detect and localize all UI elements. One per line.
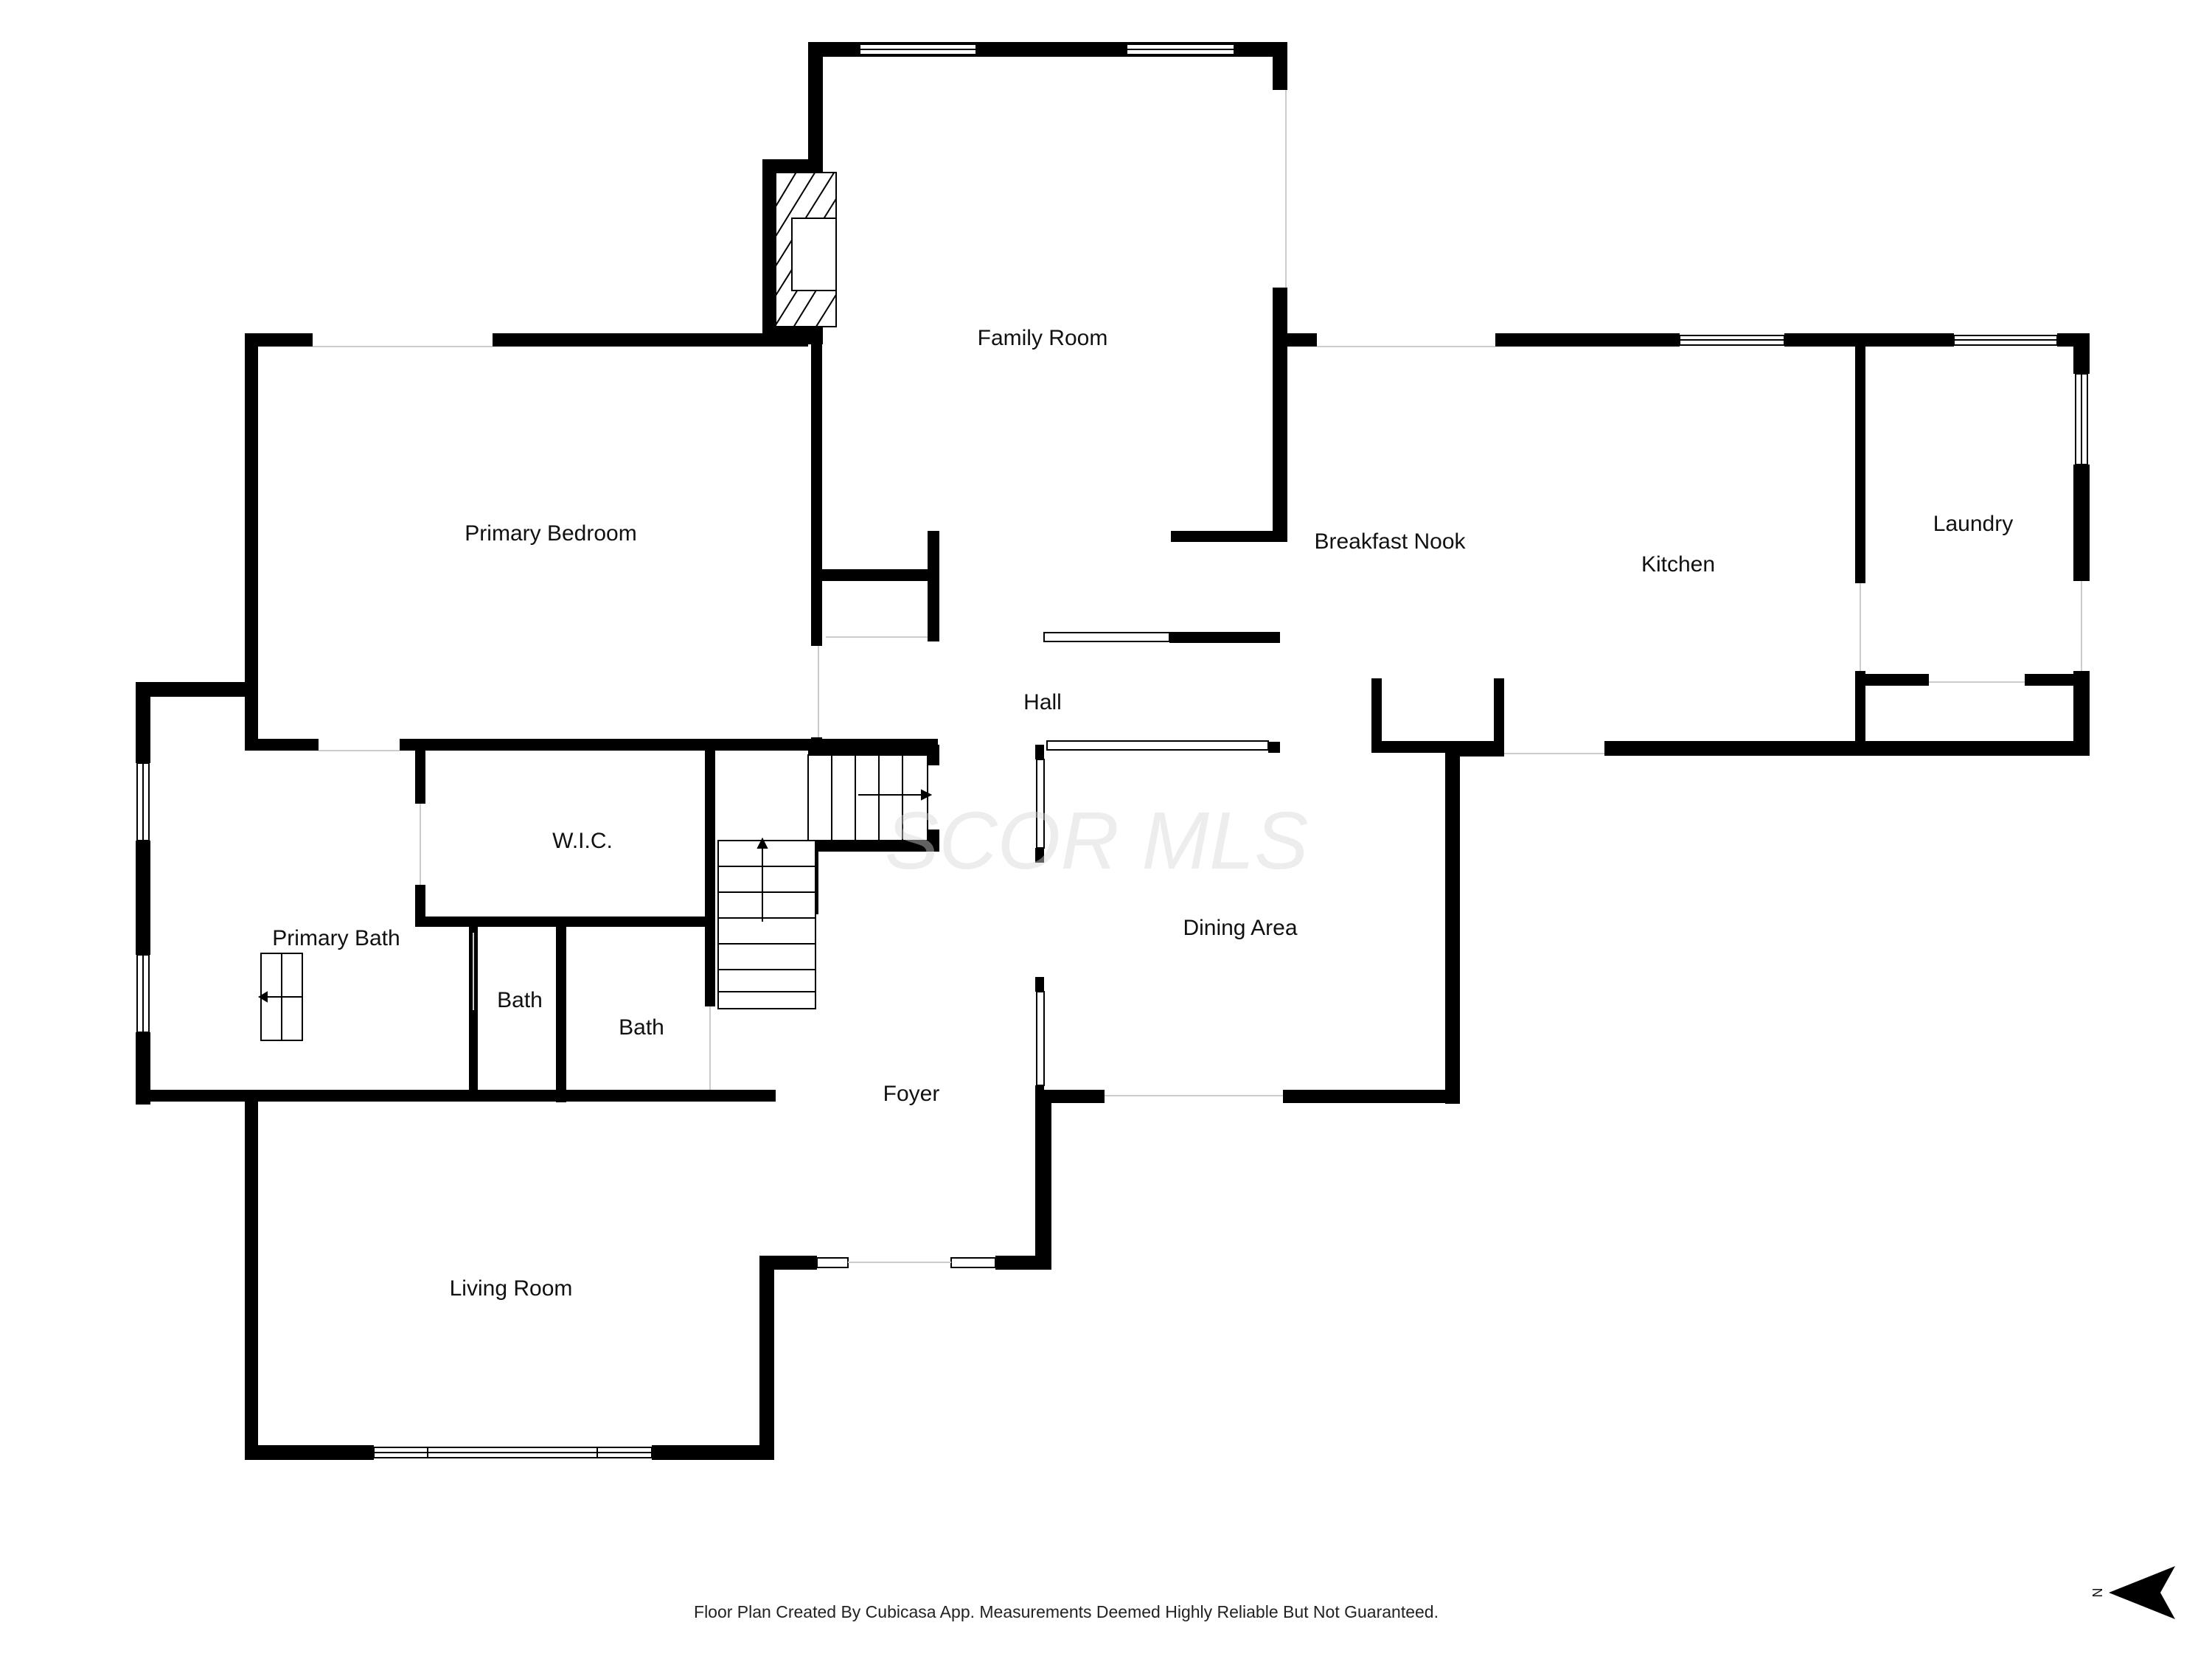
- windows: [136, 44, 2088, 1458]
- room-label-primary-bedroom: Primary Bedroom: [465, 521, 636, 546]
- wall: [1035, 745, 1044, 759]
- wall: [1855, 671, 1865, 752]
- room-label-family-room: Family Room: [978, 326, 1108, 350]
- wall: [1273, 42, 1287, 90]
- window: [816, 1257, 849, 1268]
- wall: [762, 159, 776, 340]
- openings: [313, 90, 2082, 1263]
- wall: [1855, 340, 1865, 583]
- wall: [652, 1445, 774, 1460]
- room-label-breakfast-nook: Breakfast Nook: [1314, 529, 1466, 554]
- wall: [762, 159, 821, 173]
- wall: [1604, 741, 2090, 756]
- wall: [415, 917, 710, 927]
- wall: [2073, 465, 2090, 581]
- wall: [1784, 333, 1954, 347]
- north-arrow-icon: N: [2090, 1566, 2175, 1619]
- wall: [1855, 674, 1929, 686]
- wall: [415, 745, 425, 804]
- wall: [556, 925, 566, 1102]
- wall: [1035, 1090, 1051, 1270]
- wall: [245, 739, 319, 751]
- window: [950, 1257, 996, 1268]
- room-label-living-room: Living Room: [450, 1276, 573, 1301]
- room-label-foyer: Foyer: [883, 1082, 940, 1106]
- wall: [136, 1032, 150, 1105]
- wall: [808, 841, 938, 852]
- wall: [759, 1256, 774, 1460]
- wall: [1043, 1090, 1105, 1103]
- wall: [245, 1445, 374, 1460]
- wall: [1495, 333, 1680, 347]
- compass-letter: N: [2090, 1588, 2104, 1598]
- wall: [1035, 977, 1044, 992]
- stairs-lower: [717, 837, 816, 1009]
- wall: [1268, 742, 1280, 753]
- wall: [1171, 531, 1287, 542]
- wall: [1273, 333, 1317, 347]
- room-label-kitchen: Kitchen: [1641, 552, 1715, 577]
- wall: [245, 333, 258, 748]
- wall: [136, 841, 150, 955]
- wall: [995, 1256, 1051, 1270]
- fireplace-icon: [775, 172, 837, 327]
- watermark: SCOR MLS: [885, 796, 1309, 886]
- wall: [136, 682, 150, 763]
- window: [1036, 991, 1045, 1086]
- room-label-bath-1: Bath: [497, 988, 543, 1012]
- footer-disclaimer: Floor Plan Created By Cubicasa App. Meas…: [694, 1602, 1439, 1621]
- bathtub-icon: [258, 953, 303, 1041]
- room-label-wic: W.I.C.: [552, 829, 613, 853]
- wall: [818, 569, 933, 581]
- wall: [245, 333, 313, 347]
- wall: [245, 1099, 258, 1460]
- wall: [808, 745, 938, 755]
- wall: [1273, 288, 1287, 542]
- room-label-laundry: Laundry: [1933, 512, 2013, 536]
- wall: [705, 925, 715, 1006]
- wall: [1445, 745, 1504, 757]
- window: [1043, 632, 1170, 642]
- wall: [1371, 678, 1382, 752]
- wall: [2073, 671, 2090, 756]
- wall: [705, 745, 715, 925]
- wall: [415, 885, 425, 925]
- walls: [136, 42, 2090, 1460]
- wall: [136, 682, 258, 697]
- wall: [1035, 848, 1044, 863]
- room-label-primary-bath: Primary Bath: [272, 926, 400, 950]
- wall: [811, 340, 822, 646]
- room-label-hall: Hall: [1023, 690, 1062, 714]
- room-label-dining-area: Dining Area: [1183, 916, 1297, 940]
- wall: [2073, 333, 2090, 374]
- wall: [928, 745, 939, 765]
- wall: [469, 1010, 478, 1099]
- stairs-upper: [807, 754, 933, 841]
- wall: [1283, 1090, 1460, 1103]
- wall: [928, 531, 939, 641]
- wall: [136, 1090, 776, 1102]
- wall: [493, 333, 808, 347]
- wall: [2025, 674, 2084, 686]
- room-label-bath-2: Bath: [619, 1015, 664, 1040]
- window: [1046, 740, 1269, 751]
- wall: [400, 739, 938, 751]
- wall: [1169, 632, 1280, 643]
- wall: [1445, 745, 1460, 1104]
- window: [1036, 759, 1045, 849]
- wall: [1494, 678, 1504, 752]
